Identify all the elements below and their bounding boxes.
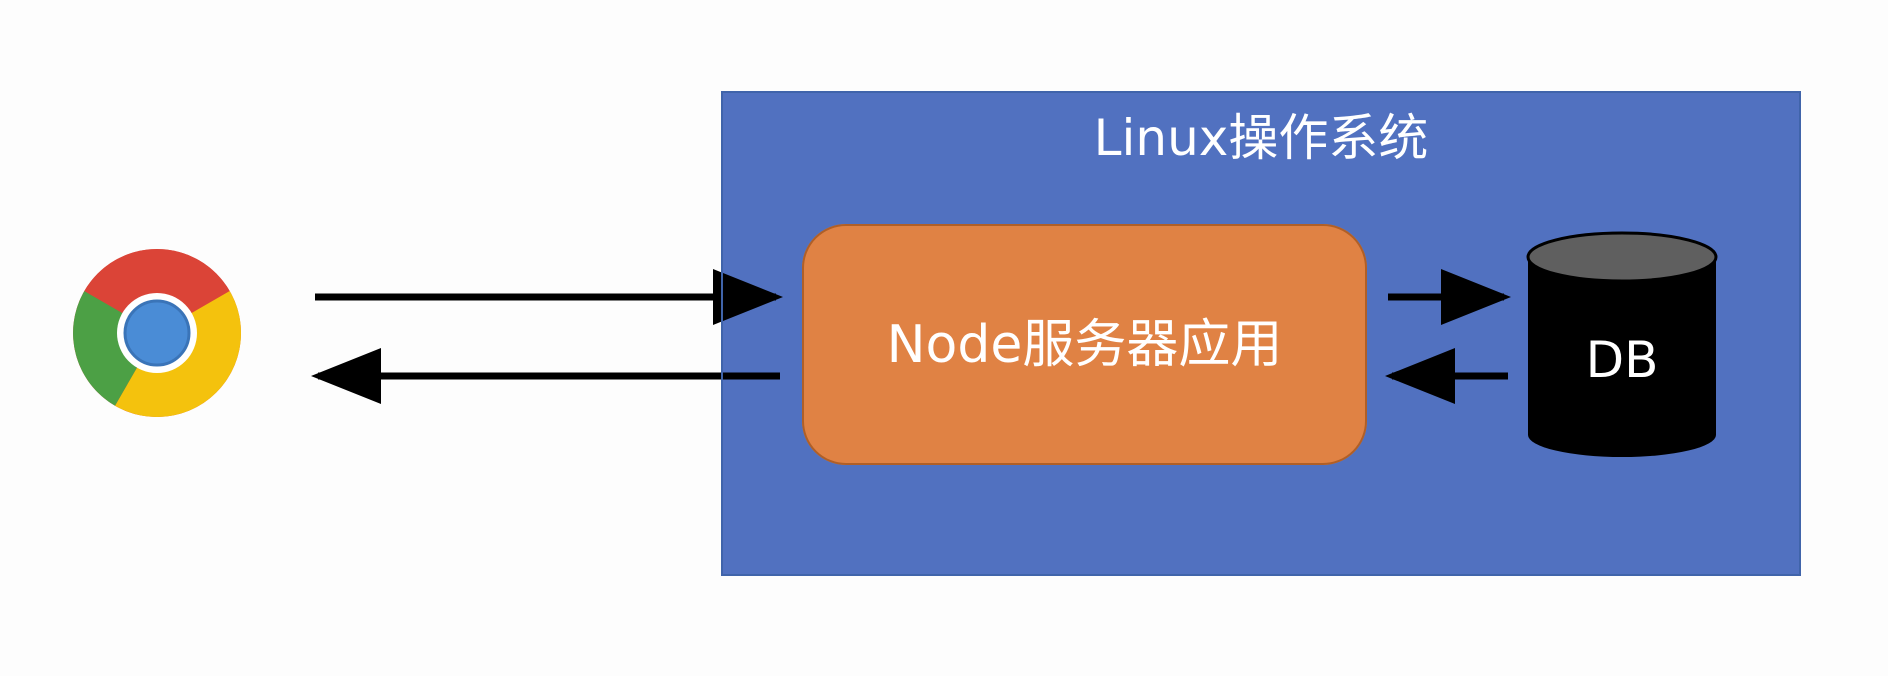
node-app-box xyxy=(802,224,1367,465)
os-container xyxy=(721,91,1801,576)
chrome-browser-icon xyxy=(73,249,241,417)
os-title: Linux操作系统 xyxy=(1093,109,1429,167)
database-cylinder-icon xyxy=(1526,231,1718,457)
node-app-box-bg xyxy=(802,224,1367,465)
node-app-label: Node服务器应用 xyxy=(886,315,1283,375)
db-label: DB xyxy=(1585,331,1659,389)
